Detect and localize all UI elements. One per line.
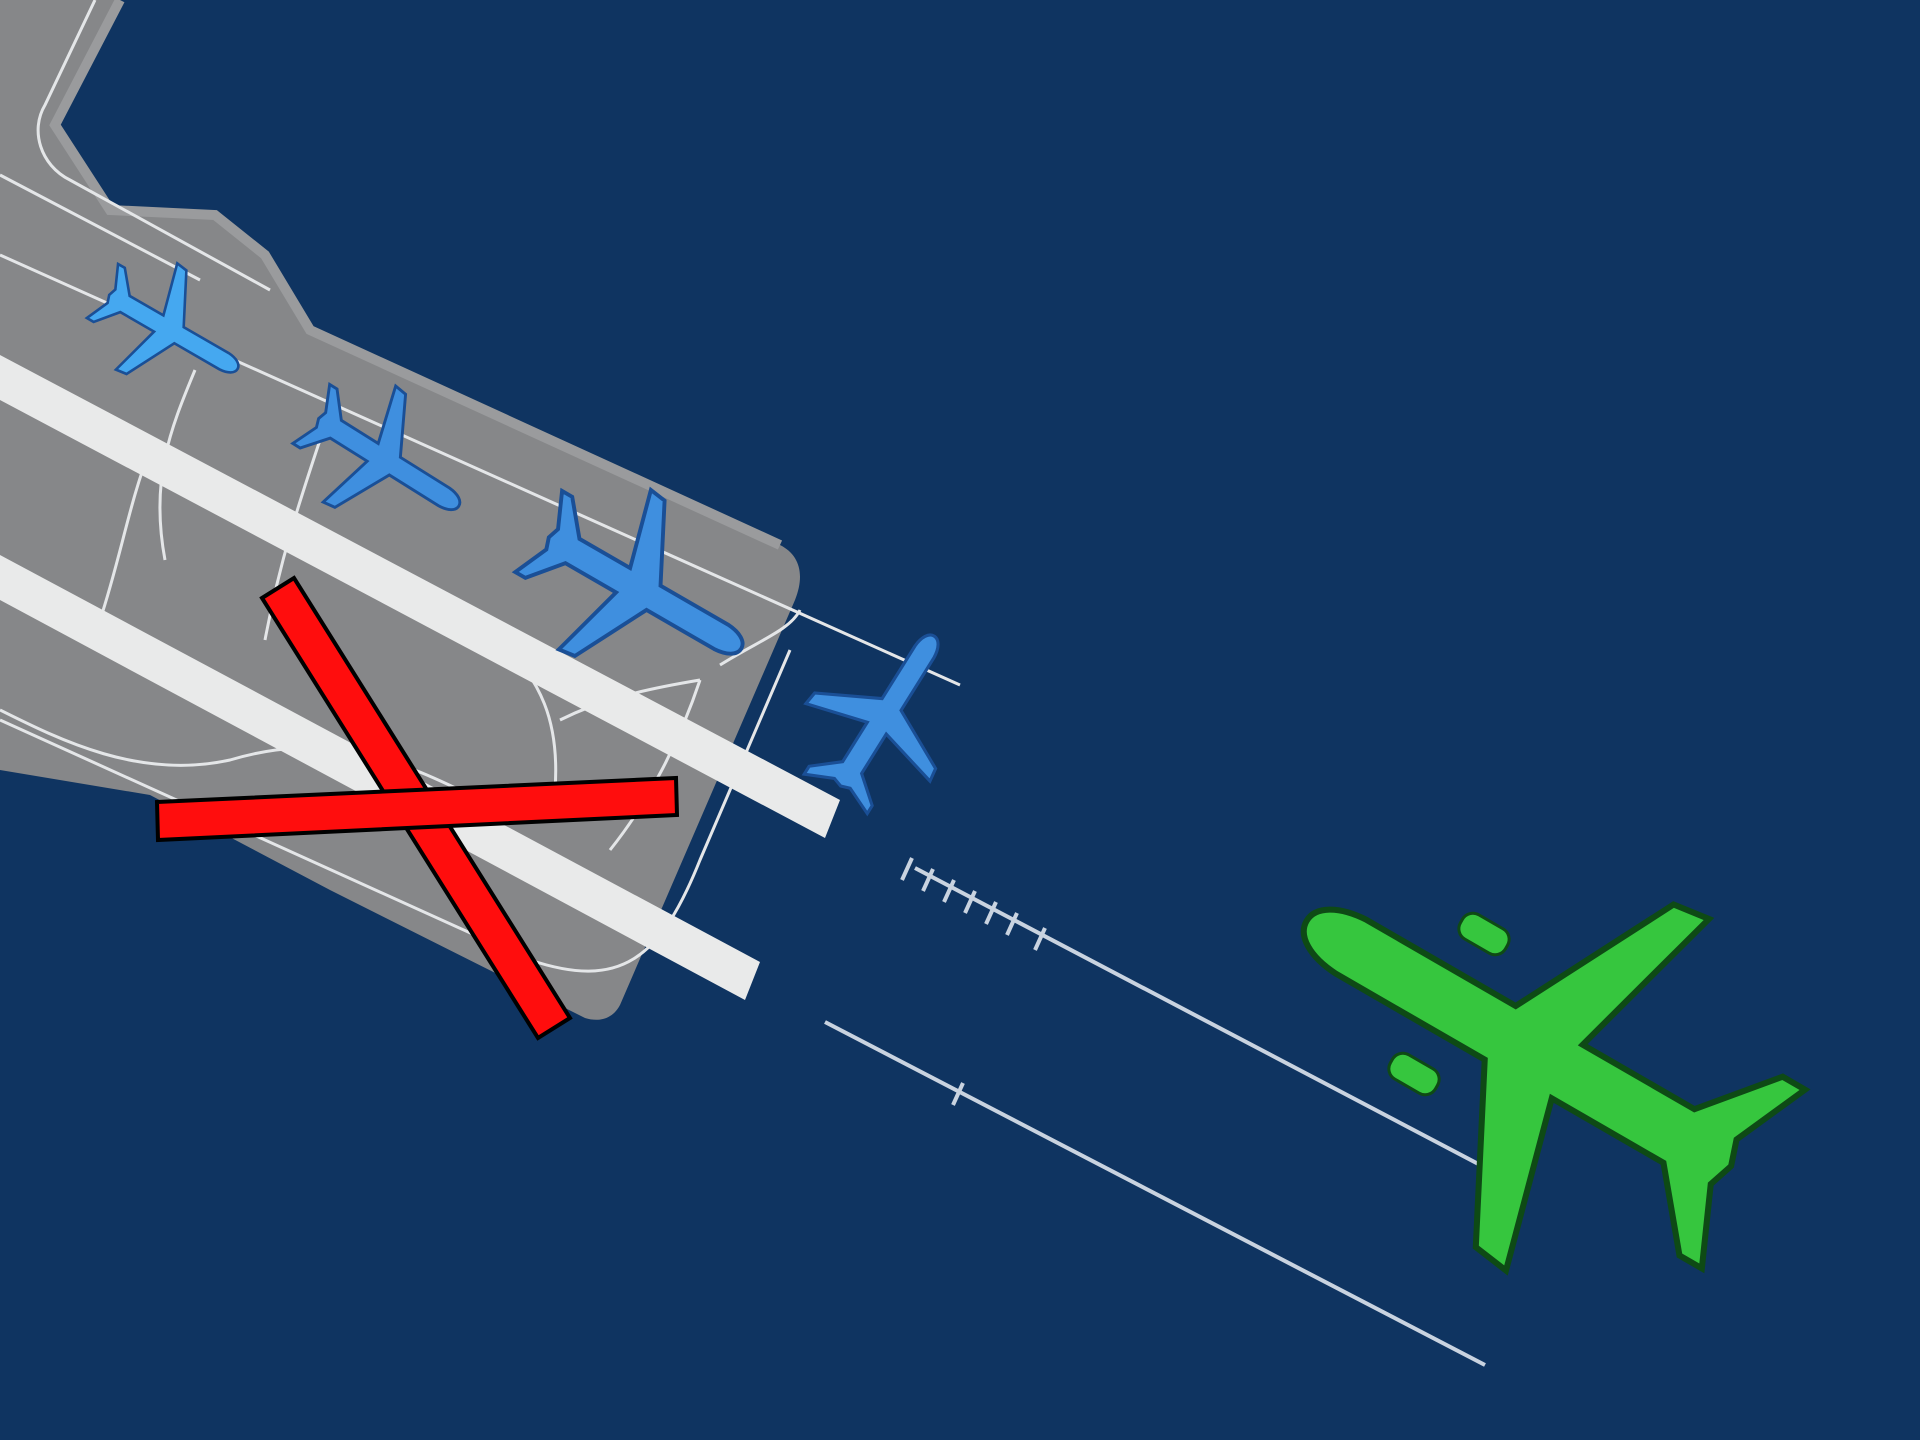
approach-lines xyxy=(824,857,1506,1367)
cross-bar xyxy=(154,775,680,843)
airfield xyxy=(0,0,800,1020)
taxiway-line xyxy=(0,173,201,282)
taxiway-line xyxy=(719,609,802,667)
engine-pods xyxy=(1387,911,1511,1097)
runway-upper xyxy=(0,355,840,838)
arriving-airplane-icon xyxy=(1205,745,1855,1355)
airfield-edge xyxy=(49,0,783,550)
cross-icon xyxy=(154,575,680,1041)
taxiway-line xyxy=(0,649,792,973)
arriving-plane xyxy=(1205,745,1855,1355)
airfield-apron xyxy=(0,0,800,1020)
taxiway-line xyxy=(36,0,271,292)
approach-line-lower xyxy=(824,1020,1486,1367)
taxiway-line xyxy=(608,679,702,851)
approach-light-bars xyxy=(900,857,1047,1106)
